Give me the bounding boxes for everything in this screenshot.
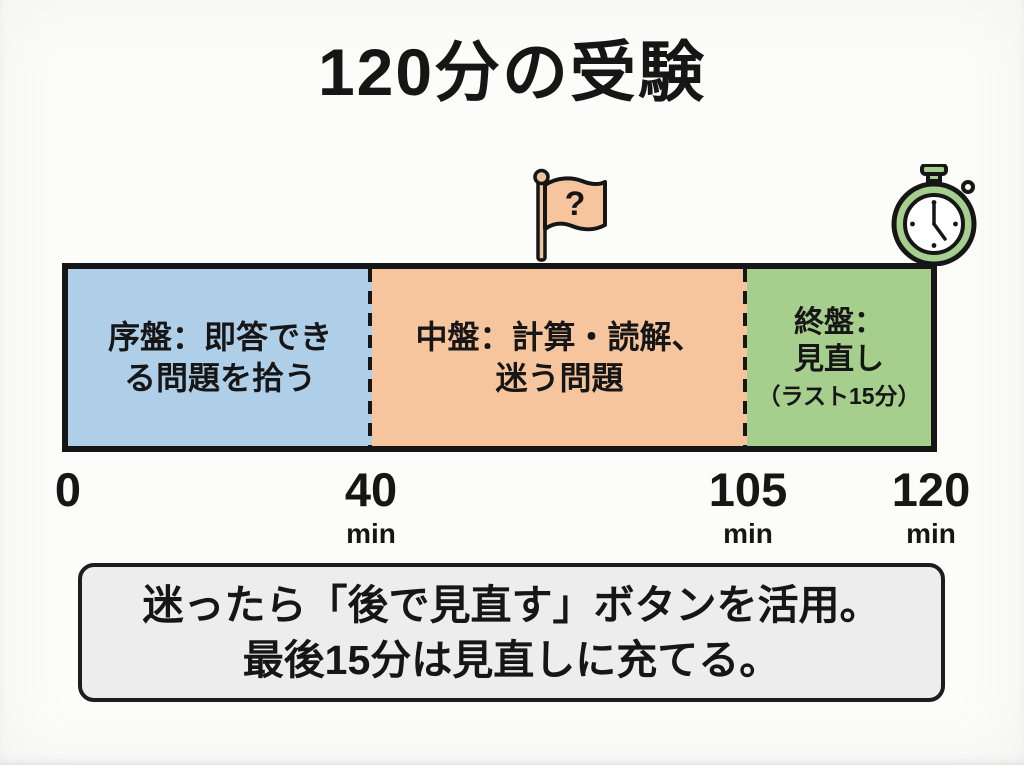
segment-early: 序盤：即答でき る問題を拾う [68, 269, 372, 446]
segment-late: 終盤： 見直し （ラスト15分） [747, 269, 931, 446]
segment-middle: 中盤：計算・読解、 迷う問題 [372, 269, 747, 446]
segment-early-line: る問題を拾う [123, 359, 316, 396]
advice-note-line: 最後15分は見直しに充てる。 [242, 636, 781, 683]
tick-unit: min [346, 518, 396, 549]
tick-value: 0 [54, 463, 82, 516]
timeline-bar: 序盤：即答でき る問題を拾う 中盤：計算・読解、 迷う問題 終盤： 見直し （ラ… [62, 263, 937, 452]
axis-tick-105: 105 min [709, 466, 787, 548]
segment-late-line: 終盤： [794, 306, 884, 340]
axis-tick-40: 40 min [345, 466, 397, 548]
axis-tick-120: 120 min [892, 466, 970, 548]
stopwatch-svg [891, 163, 977, 267]
segment-divider [743, 269, 747, 446]
segment-early-line: 序盤：即答でき [107, 318, 332, 355]
tick-value: 120 [891, 463, 971, 516]
segment-late-subline: （ラスト15分） [757, 382, 921, 409]
tick-value: 40 [344, 463, 398, 516]
page-title: 120分の受験 [317, 35, 707, 109]
advice-note-line: 迷ったら「後で見直す」ボタンを活用。 [142, 582, 881, 629]
stopwatch-icon [884, 163, 984, 267]
flag-question-glyph: ? [565, 185, 586, 223]
segment-middle-line: 中盤：計算・読解、 [415, 318, 704, 355]
question-flag-icon: ? [524, 168, 608, 264]
segment-middle-line: 迷う問題 [495, 359, 624, 396]
tick-value: 105 [708, 463, 788, 516]
question-flag-svg: ? [533, 168, 607, 262]
segment-late-line: 見直し [794, 342, 884, 376]
tick-unit: min [906, 518, 956, 549]
segment-divider [368, 269, 372, 446]
tick-unit: min [723, 518, 773, 549]
advice-note-box: 迷ったら「後で見直す」ボタンを活用。 最後15分は見直しに充てる。 [78, 563, 945, 702]
axis-tick-0: 0 [55, 466, 81, 520]
